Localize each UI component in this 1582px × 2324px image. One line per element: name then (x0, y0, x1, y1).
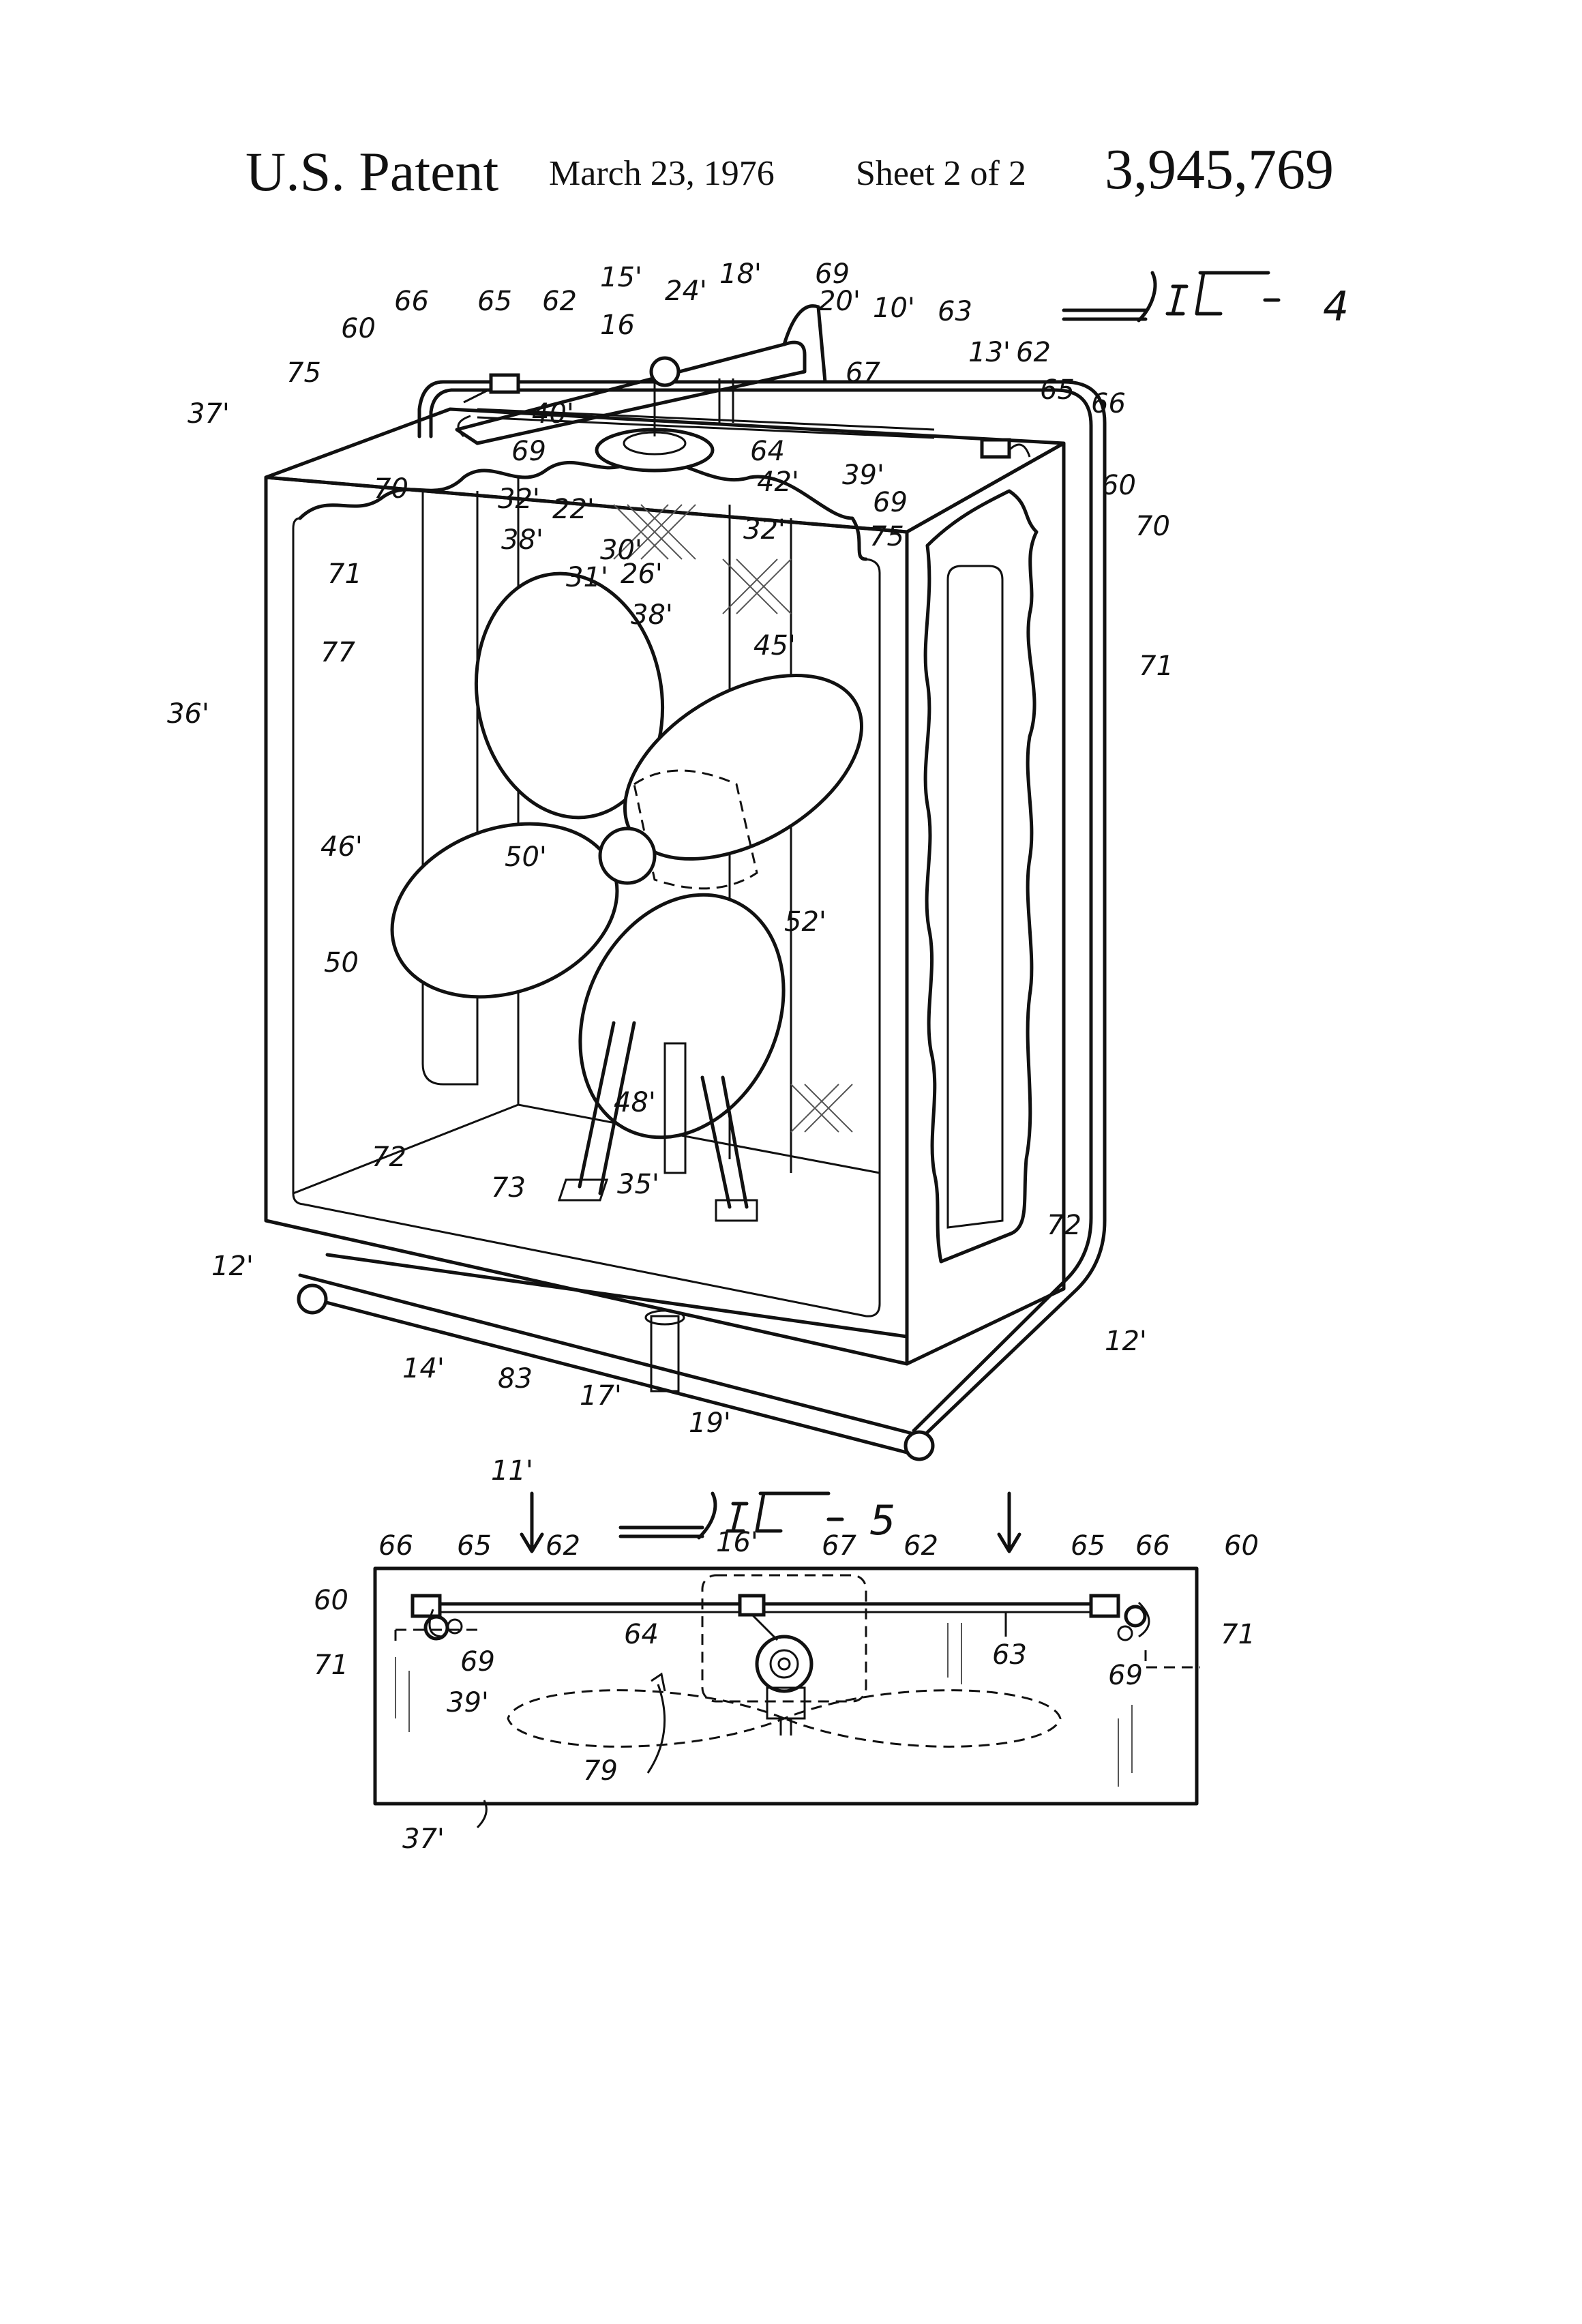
ref-label: 63 (992, 1639, 1027, 1671)
ref-label: 32' (498, 483, 540, 515)
ref-label: 83 (498, 1363, 533, 1395)
ref-label: 69 (511, 436, 546, 467)
ref-label: 32' (743, 514, 786, 546)
ref-label: 69 (873, 487, 908, 518)
ref-label: 72 (372, 1142, 406, 1173)
ref-label: 14' (402, 1353, 445, 1384)
ref-label: 46' (320, 831, 363, 863)
ref-label: 60 (341, 313, 376, 344)
ref-label: 70 (374, 473, 408, 505)
ref-label: 66 (1135, 1530, 1170, 1562)
ref-label: 17' (580, 1380, 622, 1412)
ref-label: 75 (869, 521, 904, 552)
ref-label: 19' (689, 1407, 731, 1439)
ref-label: 66 (394, 286, 429, 317)
ref-label: 65 (457, 1530, 492, 1562)
ref-label: 77 (320, 637, 355, 668)
ref-label: 12' (211, 1251, 254, 1282)
ref-label: 69 (460, 1646, 495, 1678)
patent-header-title: U.S. Patent (245, 140, 499, 203)
ref-label: 24' (665, 275, 707, 307)
ref-label: 71 (1139, 651, 1174, 682)
fig4-number: 4 (1323, 283, 1349, 331)
ref-label: 10' (873, 293, 915, 324)
ref-label: 67 (822, 1530, 856, 1562)
ref-label: 36' (167, 698, 209, 730)
ref-label: 50 (324, 947, 359, 979)
fig5-label: 5 (618, 1491, 895, 1545)
ref-label: 66 (1091, 388, 1126, 419)
ref-label: 11' (491, 1455, 533, 1487)
patent-header-date: March 23, 1976 (549, 154, 775, 193)
patent-header-sheet: Sheet 2 of 2 (856, 154, 1026, 193)
ref-label: 20' (818, 286, 861, 317)
ref-label: 71 (1221, 1619, 1255, 1650)
ref-label: 62 (1016, 337, 1051, 368)
ref-label: 18' (719, 258, 762, 290)
ref-label: 48' (614, 1087, 656, 1118)
ref-label: 12' (1105, 1326, 1147, 1357)
ref-label: 50' (505, 841, 547, 873)
ref-label: 15' (600, 262, 642, 293)
ref-label: 69 (815, 258, 850, 290)
ref-label: 72 (1047, 1210, 1081, 1241)
mesh-patch (613, 504, 853, 1133)
ref-label: 75 (286, 357, 321, 389)
ref-label: 65 (477, 286, 512, 317)
ref-label: 66 (378, 1530, 413, 1562)
fig5-reference-labels: 66 65 62 16' 67 62 65 66 60 60 64 63 71 … (314, 1527, 1259, 1855)
patent-header-number: 3,945,769 (1105, 138, 1334, 201)
ref-label: 40' (532, 398, 574, 430)
fig4-reference-labels: 15' 24' 18' 69 66 65 62 16 20' 10' 63 60… (167, 258, 1174, 1487)
ref-label: 73 (491, 1172, 526, 1204)
ref-label: 62 (542, 286, 577, 317)
ref-label: 62 (904, 1530, 938, 1562)
ref-label: 16 (600, 310, 635, 341)
fig4-label: 4 (1062, 271, 1349, 331)
ref-label: 52' (784, 906, 826, 938)
ref-label: 38' (631, 599, 673, 631)
ref-label: 70 (1135, 511, 1170, 542)
ref-label: 39' (842, 460, 884, 491)
ref-label: 65 (1040, 374, 1075, 406)
fig5-number: 5 (869, 1497, 895, 1545)
ref-label: 26' (621, 558, 663, 590)
ref-label: 45' (753, 630, 796, 661)
fig5-drawing (373, 1491, 1200, 1806)
ref-label: 60 (1224, 1530, 1259, 1562)
ref-label: 64 (750, 436, 785, 467)
fig4-drawing (264, 304, 1107, 1461)
ref-label: 62 (546, 1530, 580, 1562)
ref-label: 64 (624, 1619, 659, 1650)
ref-label: 42' (757, 466, 799, 498)
ref-label: 79 (583, 1755, 618, 1787)
ref-label: 16' (716, 1527, 758, 1558)
ref-label: 38' (501, 524, 543, 556)
ref-label: 30' (600, 535, 642, 566)
ref-label: 37' (402, 1823, 445, 1855)
ref-label: 67 (846, 357, 880, 389)
ref-label: 71 (327, 558, 362, 590)
ref-label: 60 (1101, 470, 1136, 501)
ref-label: 60 (314, 1585, 348, 1616)
ref-label: 13' (968, 337, 1011, 368)
ref-label: 65 (1071, 1530, 1105, 1562)
ref-label: 69 (1108, 1660, 1143, 1691)
ref-label: 63 (938, 296, 972, 327)
ref-label: 71 (314, 1650, 348, 1681)
ref-label: 39' (447, 1687, 489, 1718)
ref-label: 22' (552, 494, 595, 525)
ref-label: 35' (617, 1169, 659, 1200)
ref-label: 31' (566, 562, 608, 593)
ref-label: 37' (188, 398, 230, 430)
